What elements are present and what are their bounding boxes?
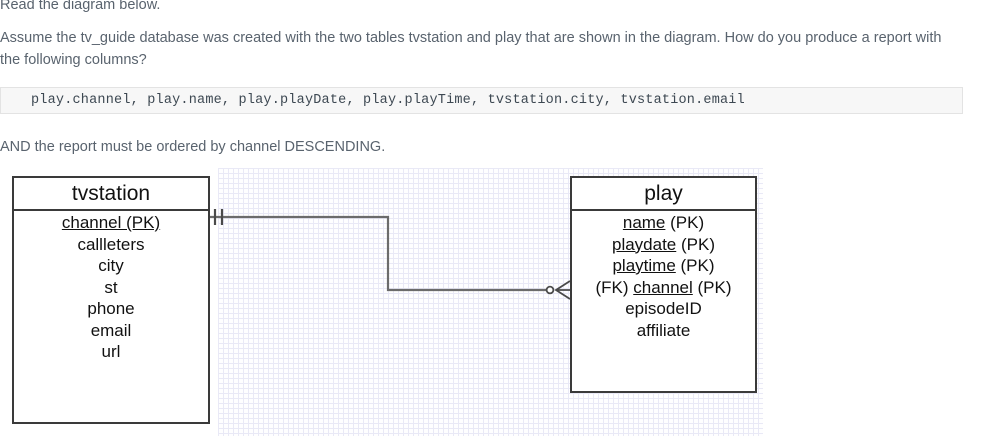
field-channel-fk: (FK) channel (PK) [595, 277, 732, 297]
field-callleters: callleters [77, 234, 145, 254]
order-requirement-text: AND the report must be ordered by channe… [0, 139, 386, 155]
entity-play: play name (PK) playdate (PK) playtime (P… [570, 176, 757, 393]
columns-code-block: play.channel, play.name, play.playDate, … [0, 87, 963, 114]
er-diagram: tvstation channel (PK) callleters city s… [0, 162, 983, 447]
field-affiliate: affiliate [636, 320, 691, 340]
entity-tvstation-field-list: channel (PK) callleters city st phone em… [14, 211, 208, 363]
entity-tvstation-title: tvstation [14, 178, 208, 211]
field-channel: channel (PK) [61, 213, 161, 232]
field-playtime: playtime (PK) [612, 256, 715, 275]
field-email: email [90, 320, 132, 340]
intro-text: Read the diagram below. [0, 0, 161, 13]
field-episodeid: episodeID [625, 299, 702, 318]
entity-play-title: play [572, 178, 755, 211]
entity-tvstation: tvstation channel (PK) callleters city s… [12, 176, 210, 424]
field-playdate: playdate (PK) [611, 234, 715, 254]
field-st: st [104, 277, 118, 297]
field-name: name (PK) [622, 213, 705, 232]
field-phone: phone [87, 299, 135, 318]
question-text: Assume the tv_guide database was created… [0, 30, 942, 68]
columns-code-text: play.channel, play.name, play.playDate, … [31, 93, 745, 108]
field-url: url [101, 342, 121, 361]
field-city: city [98, 256, 124, 275]
entity-play-field-list: name (PK) playdate (PK) playtime (PK) (F… [572, 211, 755, 341]
